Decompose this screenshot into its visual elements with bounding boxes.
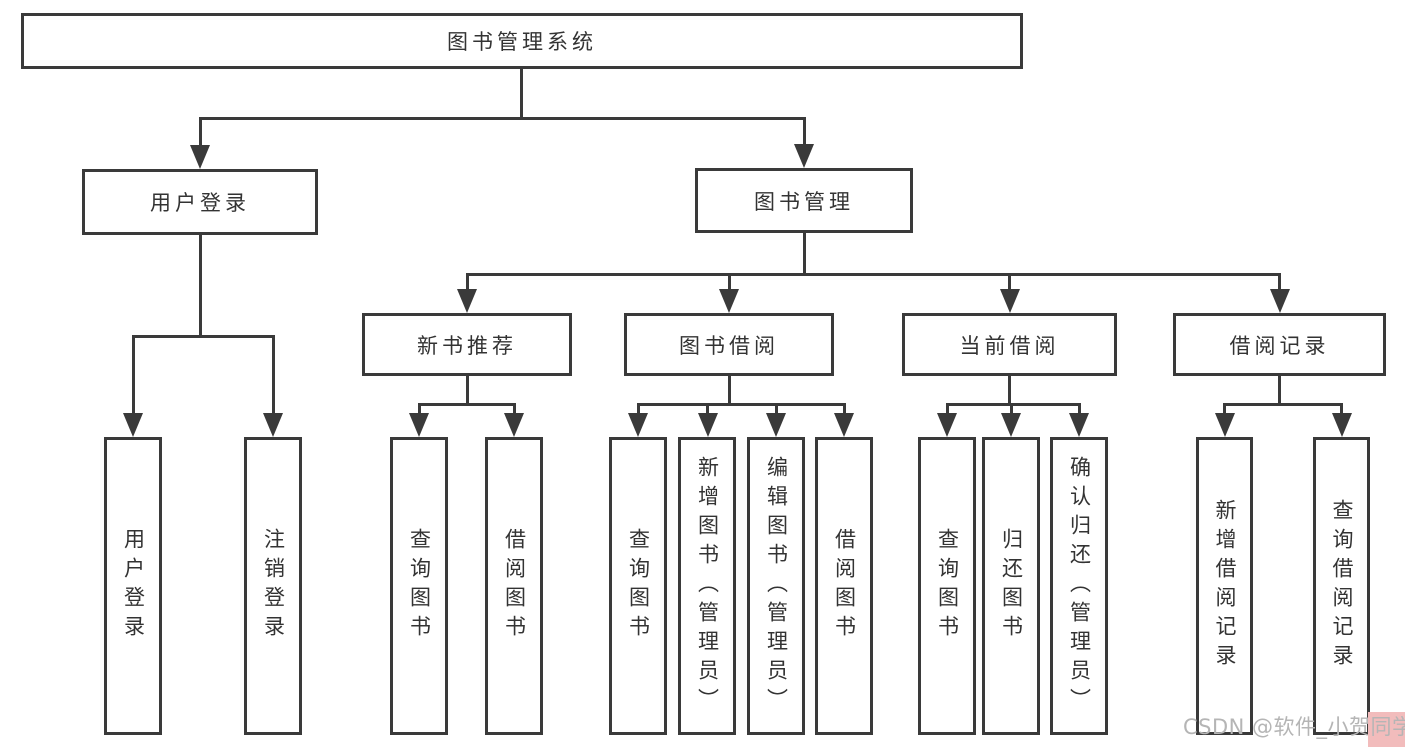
connector-line — [465, 273, 469, 291]
connector-line — [802, 233, 806, 276]
arrowhead-icon — [504, 413, 524, 437]
connector-line — [271, 335, 275, 415]
leaf-logout: 注销登录 — [244, 437, 302, 735]
arrowhead-icon — [999, 289, 1020, 313]
connector-line — [1077, 403, 1081, 415]
connector-line — [636, 403, 640, 415]
leaf-label: 查询图书 — [626, 528, 651, 644]
connector-line — [465, 376, 469, 406]
connector-line — [706, 403, 709, 415]
node-book-management-label: 图书管理 — [754, 189, 854, 214]
watermark-highlight — [1368, 712, 1405, 747]
connector-line — [774, 403, 778, 415]
leaf-return-books: 归还图书 — [982, 437, 1040, 735]
watermark: CSDN @软件_小贺同学 — [1183, 715, 1405, 739]
leaf-label: 新增图书（管理员） — [695, 455, 720, 717]
connector-line — [1278, 273, 1281, 291]
arrowhead-icon — [834, 413, 854, 437]
leaf-label: 查询图书 — [407, 528, 432, 644]
connector-line — [945, 403, 1081, 406]
arrowhead-icon — [409, 413, 429, 437]
connector-line — [465, 273, 1281, 276]
connector-line — [198, 117, 202, 147]
node-current-borrow-label: 当前借阅 — [959, 333, 1060, 358]
leaf-label: 确认归还（管理员） — [1067, 455, 1092, 717]
node-borrow-records-label: 借阅记录 — [1229, 333, 1330, 358]
leaf-add-books-admin: 新增图书（管理员） — [678, 437, 736, 735]
arrowhead-icon — [457, 289, 477, 313]
connector-line — [1009, 403, 1013, 415]
leaf-label: 查询图书 — [935, 528, 960, 644]
connector-line — [1223, 403, 1226, 415]
connector-line — [727, 273, 731, 291]
connector-line — [945, 403, 949, 415]
leaf-label: 用户登录 — [121, 528, 146, 644]
arrowhead-icon — [628, 413, 648, 437]
leaf-borrow-books: 借阅图书 — [815, 437, 873, 735]
leaf-user-login: 用户登录 — [104, 437, 162, 735]
connector-line — [131, 335, 135, 415]
arrowhead-icon — [937, 413, 957, 437]
arrowhead-icon — [719, 289, 739, 313]
arrowhead-icon — [1214, 413, 1235, 437]
connector-line — [417, 403, 516, 406]
leaf-label: 编辑图书（管理员） — [764, 455, 789, 717]
leaf-label: 归还图书 — [999, 528, 1024, 644]
arrowhead-icon — [190, 145, 210, 169]
arrowhead-icon — [1069, 413, 1089, 437]
leaf-label: 新增借阅记录 — [1213, 499, 1237, 673]
connector-line — [802, 117, 806, 147]
connector-line — [842, 403, 846, 415]
node-borrow-records: 借阅记录 — [1173, 313, 1386, 376]
node-book-borrow-label: 图书借阅 — [679, 333, 779, 358]
connector-line — [1008, 376, 1011, 406]
leaf-edit-books-admin: 编辑图书（管理员） — [747, 437, 805, 735]
leaf-label: 查询借阅记录 — [1330, 499, 1354, 673]
arrowhead-icon — [1269, 289, 1290, 313]
leaf-add-borrow-record: 新增借阅记录 — [1196, 437, 1253, 735]
node-user-login-label: 用户登录 — [150, 191, 250, 215]
connector-line — [1278, 376, 1281, 406]
leaf-label: 注销登录 — [261, 528, 286, 644]
node-new-book-recommend: 新书推荐 — [362, 313, 572, 376]
leaf-label: 借阅图书 — [832, 528, 857, 644]
connector-line — [727, 376, 731, 406]
connector-line — [1223, 403, 1343, 406]
connector-line — [1008, 273, 1011, 291]
connector-line — [512, 403, 516, 415]
connector-line — [131, 335, 275, 338]
leaf-borrow-books-recommend: 借阅图书 — [485, 437, 543, 735]
arrowhead-icon — [1001, 413, 1021, 437]
arrowhead-icon — [697, 413, 718, 437]
arrowhead-icon — [263, 413, 283, 437]
node-root: 图书管理系统 — [21, 13, 1023, 69]
arrowhead-icon — [1331, 413, 1352, 437]
node-new-book-recommend-label: 新书推荐 — [417, 333, 517, 358]
arrowhead-icon — [794, 144, 814, 168]
connector-line — [198, 235, 202, 338]
node-current-borrow: 当前借阅 — [902, 313, 1117, 376]
connector-line — [636, 403, 846, 406]
leaf-query-books-borrow: 查询图书 — [609, 437, 667, 735]
node-book-management: 图书管理 — [695, 168, 913, 233]
node-user-login: 用户登录 — [82, 169, 318, 235]
connector-line — [198, 117, 806, 120]
leaf-query-books-current: 查询图书 — [918, 437, 976, 735]
connector-line — [520, 69, 523, 120]
node-book-borrow: 图书借阅 — [624, 313, 834, 376]
leaf-label: 借阅图书 — [502, 528, 527, 644]
leaf-query-books-recommend: 查询图书 — [390, 437, 448, 735]
connector-line — [1340, 403, 1343, 415]
arrowhead-icon — [123, 413, 143, 437]
connector-line — [417, 403, 421, 415]
leaf-query-borrow-record: 查询借阅记录 — [1313, 437, 1370, 735]
node-root-label: 图书管理系统 — [447, 30, 597, 54]
arrowhead-icon — [766, 413, 786, 437]
leaf-confirm-return-admin: 确认归还（管理员） — [1050, 437, 1108, 735]
